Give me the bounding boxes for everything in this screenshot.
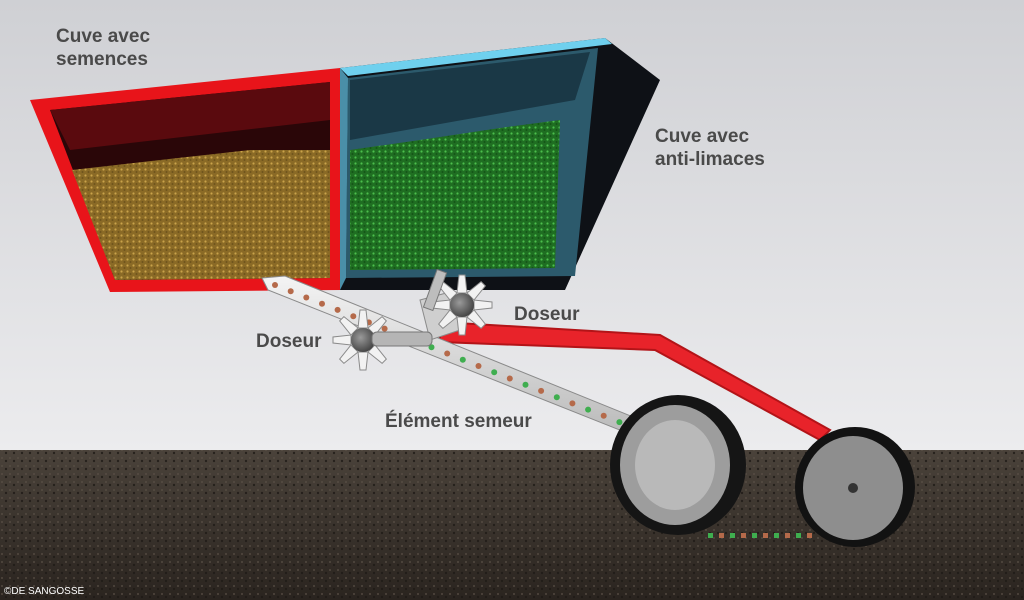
ground-seed-dot xyxy=(719,533,724,538)
seed-tank xyxy=(30,68,340,292)
seed-dot xyxy=(319,300,325,307)
doser-blade xyxy=(338,344,359,365)
seed-dot xyxy=(334,306,341,313)
seed-tank-label-line2: semences xyxy=(56,49,148,70)
seed-dot xyxy=(303,294,310,301)
seed-dot xyxy=(428,344,435,351)
seed-dot xyxy=(600,412,607,419)
doser-blade xyxy=(357,309,369,329)
seed-dot xyxy=(538,387,545,394)
seed-dot xyxy=(381,325,388,332)
ground-seed-dot xyxy=(708,533,713,538)
slug-fill xyxy=(350,120,560,270)
doser-blade xyxy=(357,351,369,371)
seed-dot xyxy=(585,406,592,413)
rear-wheel xyxy=(795,427,915,547)
ground-seed-dot xyxy=(741,533,746,538)
slug-tank-label-line1: Cuve avec xyxy=(655,126,750,147)
anti-slug-tank xyxy=(340,38,660,290)
doser-blade xyxy=(332,334,352,346)
front-wheel xyxy=(610,395,746,535)
ground-seed-dot xyxy=(796,533,801,538)
seed-dot xyxy=(350,313,357,320)
slug-tank-label-line2: anti-limaces xyxy=(655,149,765,170)
seed-dot xyxy=(287,288,294,295)
doser-blade xyxy=(367,344,388,365)
doser-left-label: Doseur xyxy=(256,331,322,352)
doser-blade xyxy=(367,315,388,336)
ground-seed-dot xyxy=(730,533,735,538)
slug-tank-label: Cuve avec anti-limaces xyxy=(655,125,765,171)
seed-dot xyxy=(491,369,498,376)
ground-seed-dot xyxy=(752,533,757,538)
seed-tank-label-line1: Cuve avec xyxy=(56,26,151,47)
doser-shaft xyxy=(371,331,433,347)
doser-blade xyxy=(456,316,468,336)
seed-fill xyxy=(72,150,330,280)
sowing-element-label: Élément semeur xyxy=(385,411,532,432)
ground-seed-dot xyxy=(763,533,768,538)
seed-dot xyxy=(459,356,466,363)
doser-blade xyxy=(466,280,487,301)
seed-tank-label: Cuve avec semences xyxy=(56,25,150,71)
seed-dot xyxy=(553,394,560,401)
seed-dot xyxy=(569,400,576,407)
seed-dot xyxy=(444,350,451,357)
doser-blade xyxy=(473,299,493,311)
seed-dot xyxy=(522,381,529,388)
copyright-credit: ©DE SANGOSSE xyxy=(4,586,85,597)
seed-dot xyxy=(506,375,513,382)
doser-blade xyxy=(466,309,487,330)
doser-blade xyxy=(338,315,359,336)
doser-blade xyxy=(437,309,458,330)
sown-seed-dots xyxy=(708,533,812,538)
ground-seed-dot xyxy=(807,533,812,538)
ground-seed-dot xyxy=(774,533,779,538)
doser-blade xyxy=(456,274,468,294)
seed-dot xyxy=(272,282,278,288)
slug-feed-pipe xyxy=(422,268,448,312)
ground-seed-dot xyxy=(785,533,790,538)
doser-right-label: Doseur xyxy=(514,304,580,325)
seed-dot xyxy=(616,419,623,426)
doser-right-wheel xyxy=(431,274,493,336)
seed-dot xyxy=(475,363,482,369)
